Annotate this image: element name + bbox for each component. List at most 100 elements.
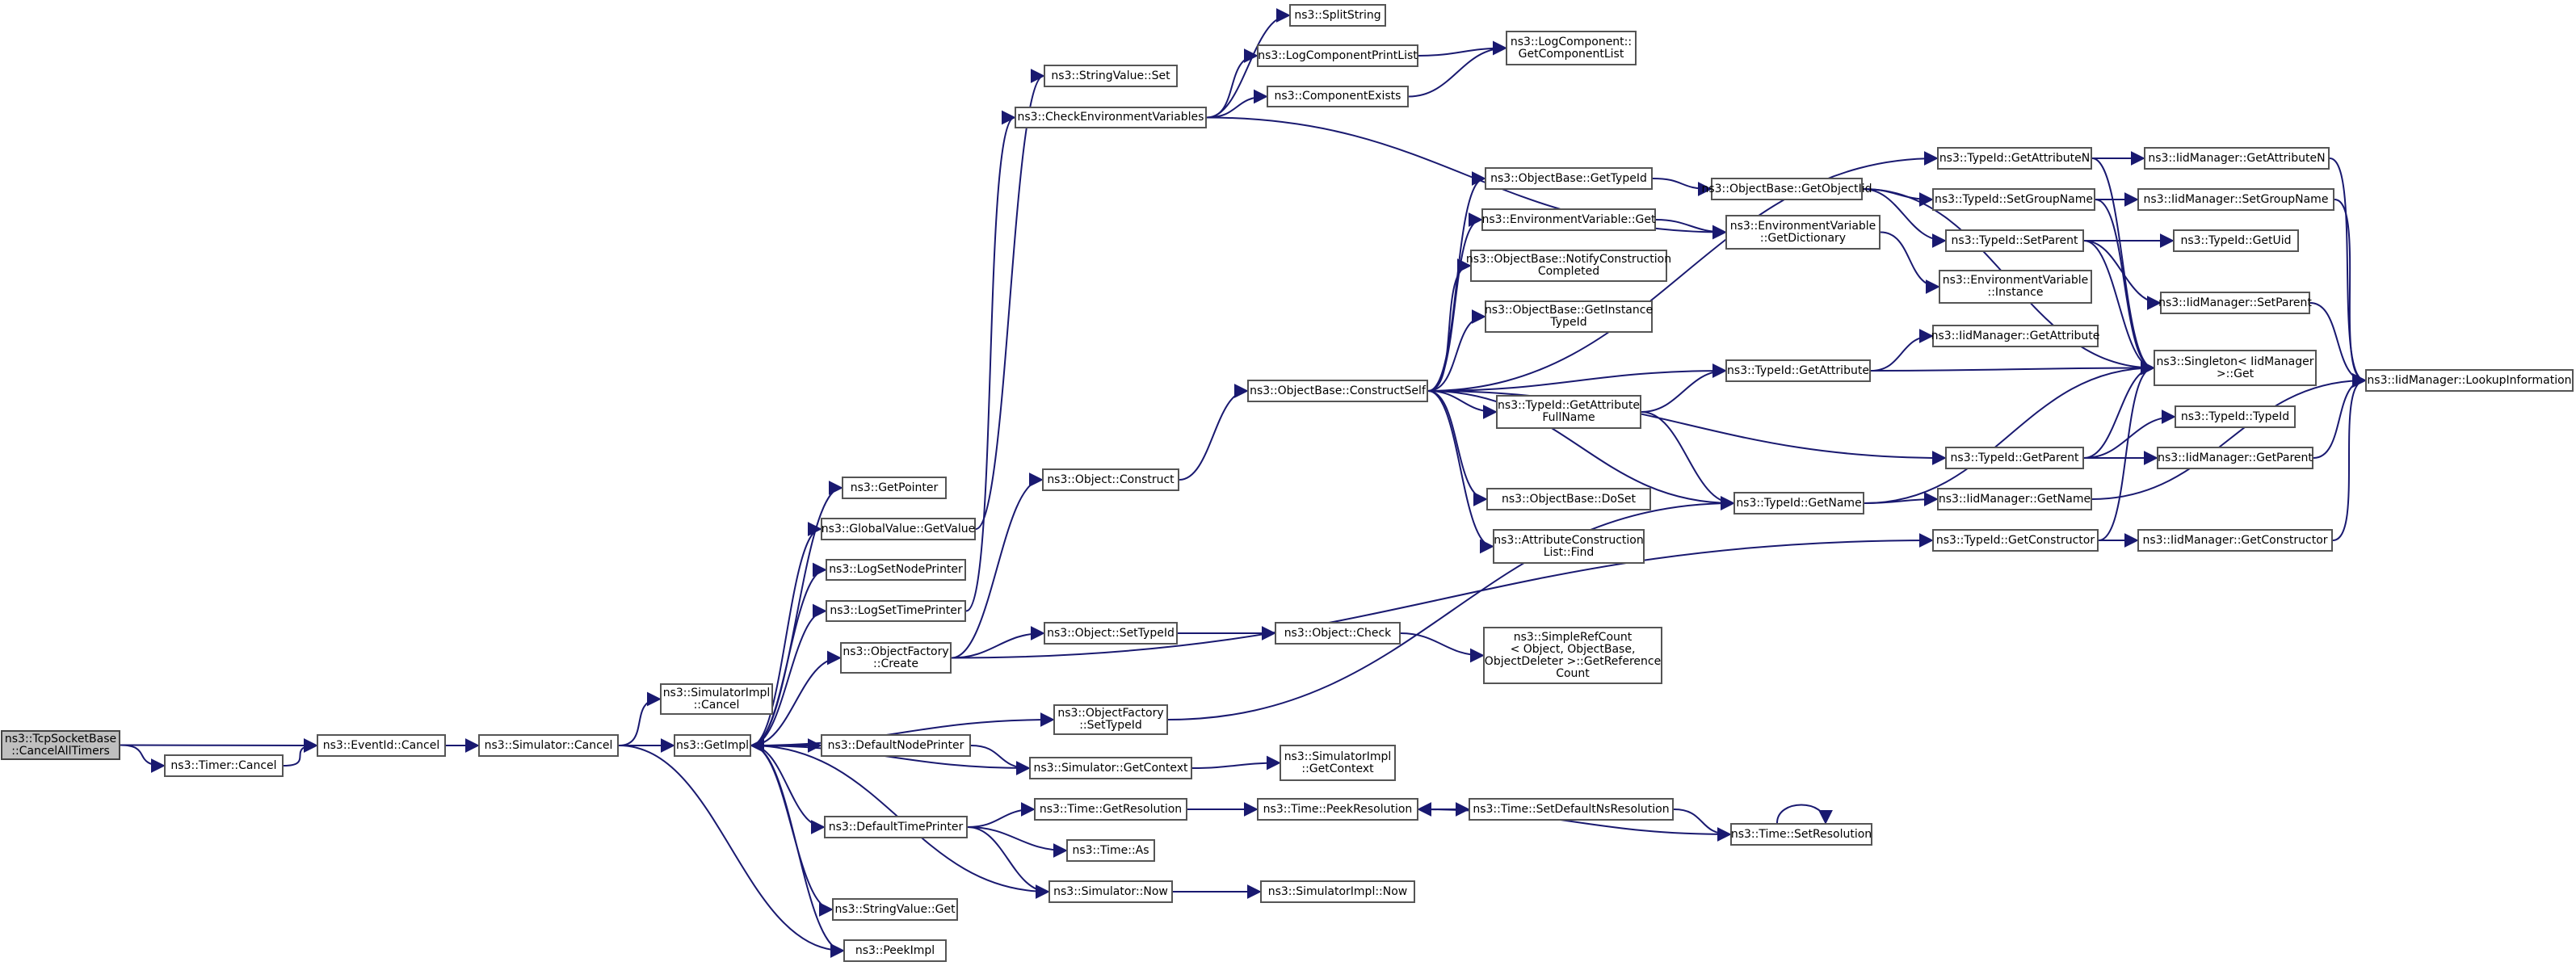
node-obj-check[interactable]: ns3::Object::Check <box>1275 622 1401 645</box>
node-typeid-getname[interactable]: ns3::TypeId::GetName <box>1733 492 1864 514</box>
node-splitstring[interactable]: ns3::SplitString <box>1289 4 1386 27</box>
node-iid-getattribute[interactable]: ns3::IidManager::GetAttribute <box>1931 325 2099 347</box>
node-sim-now[interactable]: ns3::Simulator::Now <box>1048 880 1173 903</box>
node-simimpl-cancel[interactable]: ns3::SimulatorImpl::Cancel <box>660 683 773 715</box>
node-iid-setgroupname[interactable]: ns3::IidManager::SetGroupName <box>2137 188 2334 211</box>
node-defaulttimeprinter[interactable]: ns3::DefaultTimePrinter <box>824 816 968 838</box>
node-checkenv[interactable]: ns3::CheckEnvironmentVariables <box>1015 107 1207 128</box>
edge-defaulttimeprinter-to-sim_now <box>967 826 1050 899</box>
node-typeid-getconstructor[interactable]: ns3::TypeId::GetConstructor <box>1932 529 2099 552</box>
node-label-line: ns3::Simulator::Now <box>1053 884 1168 898</box>
node-iid-setparent[interactable]: ns3::IidManager::SetParent <box>2158 292 2312 314</box>
node-envvar-instance[interactable]: ns3::EnvironmentVariable::Instance <box>1939 270 2092 304</box>
node-label-line: ns3::ComponentExists <box>1274 90 1401 103</box>
node-simimpl-now[interactable]: ns3::SimulatorImpl::Now <box>1260 880 1415 903</box>
node-iid-getconstructor[interactable]: ns3::IidManager::GetConstructor <box>2137 529 2333 552</box>
edge-time_setdefaultns-to-time_setres <box>1673 808 1732 842</box>
edge-getimpl-to-logtimeprinter <box>750 603 827 746</box>
node-typeid-setgroupname[interactable]: ns3::TypeId::SetGroupName <box>1932 188 2095 211</box>
node-label-line: ns3::Time::GetResolution <box>1039 802 1183 816</box>
node-label-line: ns3::EventId::Cancel <box>322 738 440 752</box>
node-typeid-getattrn[interactable]: ns3::TypeId::GetAttributeN <box>1937 147 2092 170</box>
node-time-peekres[interactable]: ns3::Time::PeekResolution <box>1257 798 1418 821</box>
node-envvar-get[interactable]: ns3::EnvironmentVariable::Get <box>1481 208 1656 231</box>
node-label-line: ns3::ObjectFactory <box>1057 707 1164 720</box>
edge-constructself-to-notifyconstruction <box>1427 258 1472 392</box>
node-timer-cancel[interactable]: ns3::Timer::Cancel <box>164 754 284 777</box>
node-time-setres[interactable]: ns3::Time::SetResolution <box>1730 823 1872 846</box>
node-typeid-typeid[interactable]: ns3::TypeId::TypeId <box>2175 405 2296 428</box>
node-getpointer[interactable]: ns3::GetPointer <box>842 477 947 499</box>
node-time-getres[interactable]: ns3::Time::GetResolution <box>1034 798 1187 821</box>
edge-constructself-to-typeid_getparent <box>1427 390 1947 465</box>
node-sim-getcontext[interactable]: ns3::Simulator::GetContext <box>1029 757 1192 779</box>
node-label-line: ns3::TypeId::SetGroupName <box>1934 192 2094 206</box>
node-stringvalue-set[interactable]: ns3::StringValue::Set <box>1044 65 1178 87</box>
node-simplerefcount[interactable]: ns3::SimpleRefCount< Object, ObjectBase,… <box>1483 627 1662 684</box>
node-gv-getvalue[interactable]: ns3::GlobalValue::GetValue <box>821 518 976 540</box>
edge-typeid_getparent-to-singleton_get <box>2083 360 2155 459</box>
edge-logtimeprinter-to-checkenv <box>965 110 1016 612</box>
node-ob-getobjectiid[interactable]: ns3::ObjectBase::GetObjectIid <box>1701 178 1872 200</box>
node-label-line: FullName <box>1542 411 1595 424</box>
node-label-line: ns3::StringValue::Set <box>1051 69 1170 82</box>
node-label-line: ::Create <box>873 657 918 670</box>
node-singleton-get[interactable]: ns3::Singleton< IidManager>::Get <box>2154 350 2317 386</box>
node-defaultnodeprinter[interactable]: ns3::DefaultNodePrinter <box>821 734 971 757</box>
node-typeid-getparent[interactable]: ns3::TypeId::GetParent <box>1945 447 2084 469</box>
node-typeid-getattribute[interactable]: ns3::TypeId::GetAttribute <box>1725 359 1871 382</box>
node-obj-settypeid[interactable]: ns3::Object::SetTypeId <box>1044 622 1178 645</box>
node-label-line: ns3::SimpleRefCount <box>1513 630 1633 644</box>
edge-iid_getattrn-to-iid_lookup <box>2329 158 2367 388</box>
node-iid-getattrn[interactable]: ns3::IidManager::GetAttributeN <box>2144 147 2330 170</box>
node-label-line: ns3::ObjectFactory <box>843 645 949 658</box>
edge-sim_cancel-to-simimpl_cancel <box>618 691 662 746</box>
node-iid-lookup[interactable]: ns3::IidManager::LookupInformation <box>2365 369 2574 392</box>
node-getcomplist[interactable]: ns3::LogComponent::GetComponentList <box>1506 31 1637 65</box>
edge-checkenv-to-compexists <box>1206 89 1268 119</box>
edge-objfactory_create-to-typeid_getconstructor <box>951 533 1934 659</box>
node-getimpl[interactable]: ns3::GetImpl <box>674 734 751 757</box>
edge-iid_getname-to-iid_lookup <box>2091 373 2367 500</box>
node-time-as[interactable]: ns3::Time::As <box>1066 839 1155 862</box>
edge-root-to-timer_cancel <box>120 744 166 773</box>
edge-constructself-to-getinstancetypeid <box>1427 309 1486 392</box>
node-label-line: ns3::SimulatorImpl <box>662 686 771 699</box>
node-iid-getname[interactable]: ns3::IidManager::GetName <box>1937 488 2092 510</box>
node-logtimeprinter[interactable]: ns3::LogSetTimePrinter <box>826 600 966 622</box>
node-label-line: ns3::EnvironmentVariable::Get <box>1481 212 1656 226</box>
node-label-line: ns3::StringValue::Get <box>834 902 956 916</box>
node-obj-construct[interactable]: ns3::Object::Construct <box>1042 468 1179 491</box>
edge-typeid_getconstructor-to-singleton_get <box>2098 360 2155 541</box>
node-label-line: ns3::CheckEnvironmentVariables <box>1017 111 1204 124</box>
edge-typeid_setparent-to-singleton_get <box>2083 240 2155 376</box>
node-typeid-setparent[interactable]: ns3::TypeId::SetParent <box>1945 229 2084 252</box>
edge-objfactory_create-to-obj_settypeid <box>951 626 1045 659</box>
node-constructself[interactable]: ns3::ObjectBase::ConstructSelf <box>1247 380 1428 402</box>
node-typeid-getuid[interactable]: ns3::TypeId::GetUid <box>2173 229 2299 252</box>
node-label-line: < Object, ObjectBase, <box>1510 642 1636 656</box>
node-label-line: ns3::TypeId::GetConstructor <box>1935 533 2095 547</box>
node-label-line: ns3::ObjectBase::NotifyConstruction <box>1465 253 1672 266</box>
node-objfactory-settypeid[interactable]: ns3::ObjectFactory::SetTypeId <box>1053 704 1168 735</box>
node-sim-cancel[interactable]: ns3::Simulator::Cancel <box>478 734 619 757</box>
node-simimpl-getcontext[interactable]: ns3::SimulatorImpl::GetContext <box>1280 745 1396 781</box>
node-label-line: ns3::Time::PeekResolution <box>1263 802 1413 816</box>
node-peekimpl[interactable]: ns3::PeekImpl <box>843 939 947 962</box>
node-compexists[interactable]: ns3::ComponentExists <box>1267 86 1409 107</box>
edge-iid_setparent-to-iid_lookup <box>2309 302 2367 388</box>
node-stringvalue-get[interactable]: ns3::StringValue::Get <box>832 898 958 921</box>
node-ob-gettypeid[interactable]: ns3::ObjectBase::GetTypeId <box>1485 167 1653 190</box>
node-eventid-cancel[interactable]: ns3::EventId::Cancel <box>317 734 446 757</box>
node-envvar-getdict[interactable]: ns3::EnvironmentVariable::GetDictionary <box>1725 215 1881 250</box>
node-lognodeprinter[interactable]: ns3::LogSetNodePrinter <box>826 559 966 581</box>
node-ob-doset[interactable]: ns3::ObjectBase::DoSet <box>1486 488 1651 510</box>
node-iid-getparent[interactable]: ns3::IidManager::GetParent <box>2157 447 2313 469</box>
node-time-setdefaultns[interactable]: ns3::Time::SetDefaultNsResolution <box>1469 798 1674 821</box>
node-objfactory-create[interactable]: ns3::ObjectFactory::Create <box>840 642 952 674</box>
node-logcomplist[interactable]: ns3::LogComponentPrintList <box>1257 44 1418 67</box>
